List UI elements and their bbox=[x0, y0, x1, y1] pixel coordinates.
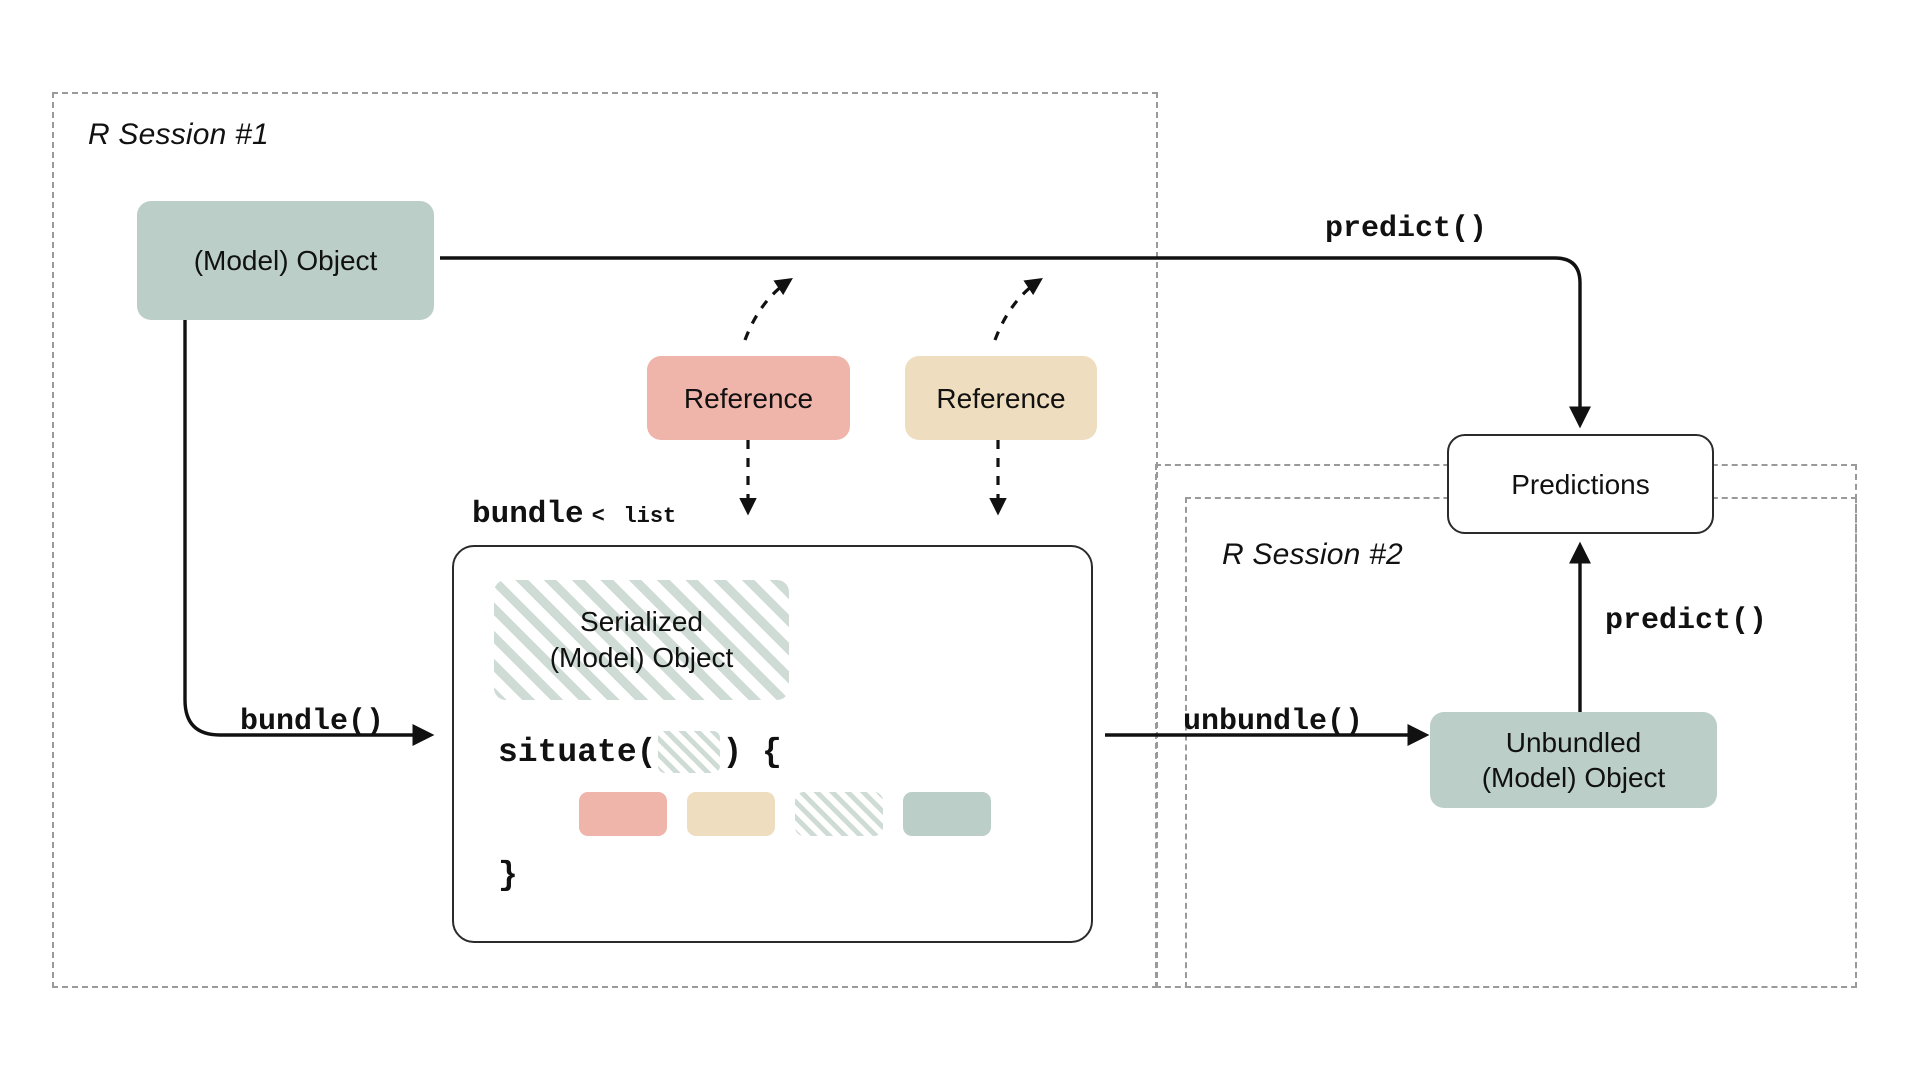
bundle-type-prefix: < bbox=[591, 504, 605, 529]
serialized-label-line2: (Model) Object bbox=[549, 642, 734, 673]
bundle-card-title: bundle < list bbox=[472, 497, 676, 532]
reference-node-1[interactable]: Reference bbox=[647, 356, 850, 440]
situate-close-text: ) { bbox=[722, 733, 782, 771]
situate-close-brace: } bbox=[498, 857, 518, 894]
unbundled-label-line1: Unbundled bbox=[1505, 727, 1642, 758]
serialized-model-object[interactable]: Serialized (Model) Object bbox=[494, 580, 789, 700]
situate-argument-slot bbox=[658, 731, 721, 773]
bundle-card[interactable]: Serialized (Model) Object situate( ) { } bbox=[452, 545, 1093, 943]
chip-green[interactable] bbox=[903, 792, 991, 836]
unbundle-call-label: unbundle() bbox=[1183, 705, 1364, 739]
reference-2-label: Reference bbox=[936, 382, 1066, 414]
bundle-call-label: bundle() bbox=[240, 705, 385, 739]
session-container-1 bbox=[52, 92, 1158, 988]
session-2-label: R Session #2 bbox=[1222, 538, 1403, 571]
chip-tan[interactable] bbox=[687, 792, 775, 836]
serialized-label-line1: Serialized bbox=[580, 605, 703, 637]
predict-top-label: predict() bbox=[1325, 212, 1488, 246]
session-1-label: R Session #1 bbox=[88, 118, 269, 151]
chip-hatched[interactable] bbox=[795, 792, 883, 836]
reference-node-2[interactable]: Reference bbox=[905, 356, 1097, 440]
model-object-label: (Model) Object bbox=[193, 245, 378, 276]
bundle-title-text: bundle bbox=[472, 497, 584, 532]
bundle-type-name: list bbox=[623, 504, 677, 529]
situate-signature: situate( ) { bbox=[498, 731, 782, 773]
predictions-node[interactable]: Predictions bbox=[1447, 434, 1714, 534]
predictions-label: Predictions bbox=[1511, 468, 1650, 500]
predict-right-label: predict() bbox=[1605, 604, 1768, 638]
model-object-node[interactable]: (Model) Object bbox=[137, 201, 434, 320]
unbundled-object-node[interactable]: Unbundled (Model) Object bbox=[1430, 712, 1717, 808]
chip-salmon[interactable] bbox=[579, 792, 667, 836]
situate-open-text: situate( bbox=[498, 733, 657, 771]
reference-1-label: Reference bbox=[683, 382, 814, 414]
unbundled-label-line2: (Model) Object bbox=[1481, 762, 1666, 793]
